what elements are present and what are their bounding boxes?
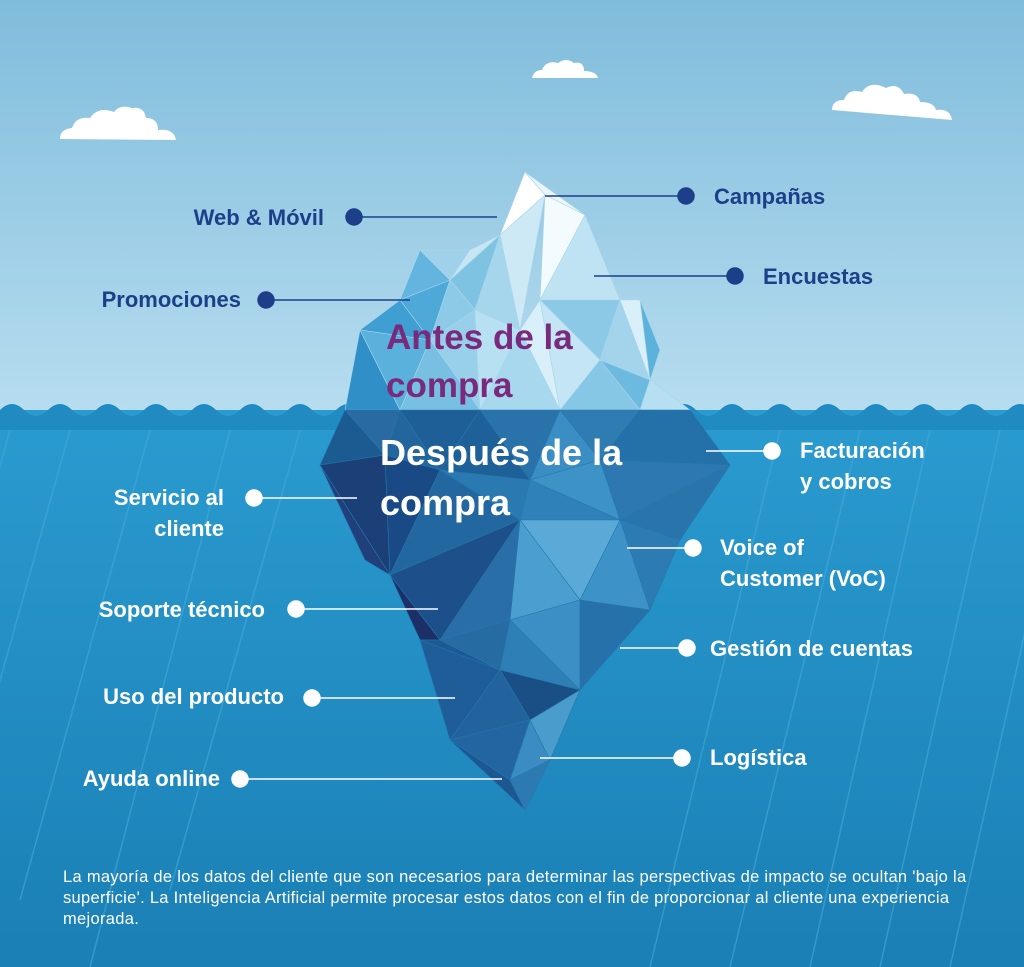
label-servicio-cliente: Servicio al cliente [114,482,224,544]
zone-title-above: Antes de la compra [386,314,573,410]
label-ayuda-online: Ayuda online [83,763,220,794]
label-gestion-cuentas: Gestión de cuentas [710,633,913,664]
dot-campanas [678,188,694,204]
dot-servicio [246,490,262,506]
dot-uso [304,690,320,706]
label-campanas: Campañas [714,181,825,212]
dot-soporte [288,601,304,617]
label-soporte-tecnico: Soporte técnico [99,594,265,625]
dot-encuestas [727,268,743,284]
dot-gestion [679,640,695,656]
label-web-movil: Web & Móvil [194,202,324,233]
label-uso-producto: Uso del producto [103,681,284,712]
dot-promociones [258,292,274,308]
dot-voc [685,540,701,556]
dot-logistica [674,750,690,766]
dot-web-movil [346,209,362,225]
label-logistica: Logística [710,742,807,773]
label-promociones: Promociones [102,284,241,315]
label-facturacion: Facturación y cobros [800,435,925,497]
label-voc: Voice of Customer (VoC) [720,532,886,594]
caption-text: La mayoría de los datos del cliente que … [63,867,983,930]
zone-title-below: Después de la compra [380,428,622,528]
dot-facturacion [764,443,780,459]
label-encuestas: Encuestas [763,261,873,292]
dot-ayuda [232,771,248,787]
